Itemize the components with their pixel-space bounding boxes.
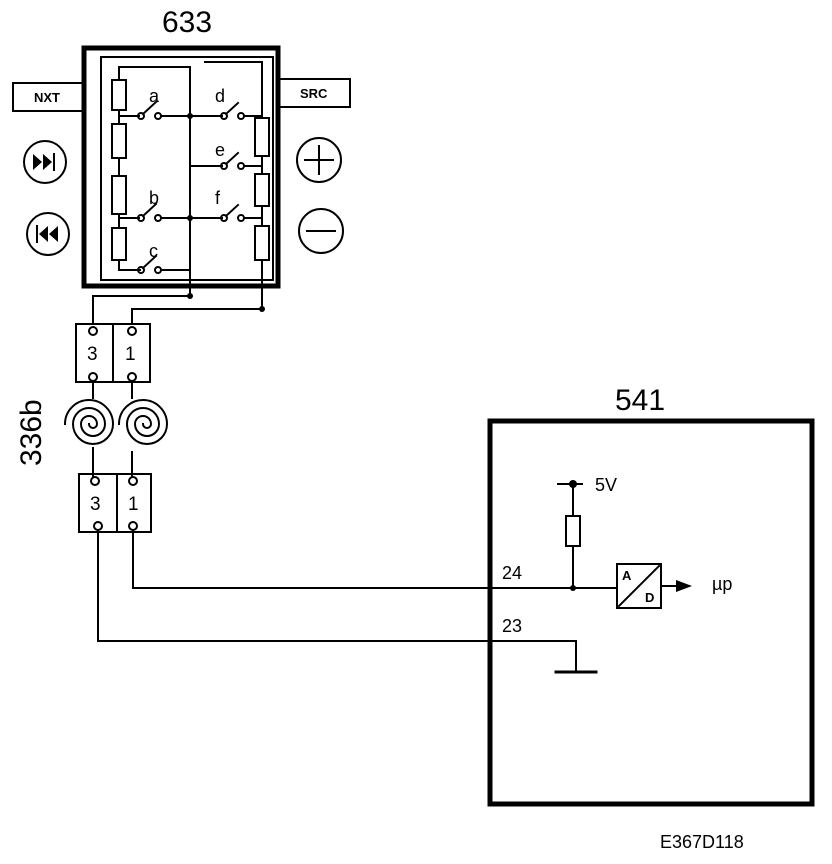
wires-lower	[97, 529, 577, 673]
lower-pin-3: 3	[90, 494, 101, 515]
contact-reel-label: 336b	[15, 399, 48, 466]
switch-unit-outer-frame	[81, 45, 281, 289]
converter-in-label: A	[622, 568, 632, 583]
switch-unit-label: 633	[162, 6, 212, 39]
resistor	[111, 227, 127, 261]
resistor	[111, 123, 127, 159]
wires-upper	[92, 295, 263, 323]
switch-label-c: c	[149, 241, 158, 261]
lower-pin-1: 1	[128, 494, 139, 515]
switch-label-a: a	[149, 86, 160, 106]
resistor	[111, 175, 127, 215]
src-button-frame	[277, 78, 351, 108]
nxt-button-label: NXT	[34, 90, 60, 105]
switch-unit-inner-frame	[100, 56, 274, 281]
figure-id: E367D118	[660, 832, 744, 852]
switch-label-e: e	[215, 140, 225, 160]
pin-24-label: 24	[502, 563, 522, 583]
resistor	[111, 79, 127, 111]
pullup-resistor	[565, 515, 581, 547]
pin-23-label: 23	[502, 616, 522, 636]
control-module-541	[487, 418, 815, 807]
clock-spring-coil	[63, 399, 115, 445]
clock-spring-coil	[117, 399, 169, 445]
resistor	[254, 173, 270, 207]
plus-icon	[296, 137, 342, 183]
switch-unit-633	[81, 45, 281, 312]
contact-reel-336b	[63, 323, 169, 533]
converter-out-label: D	[645, 590, 654, 605]
switch-label-f: f	[215, 188, 221, 208]
output-arrow-icon	[676, 580, 692, 592]
processor-output-label: µp	[712, 574, 732, 594]
switch-label-b: b	[149, 188, 159, 208]
resistor	[254, 117, 270, 157]
upper-pin-1: 1	[125, 344, 136, 365]
resistor	[254, 225, 270, 261]
rewind-icon	[26, 212, 70, 256]
switch-label-d: d	[215, 86, 225, 106]
switch-unit-buttons	[12, 78, 351, 256]
supply-voltage-label: 5V	[595, 475, 617, 495]
fast-forward-icon	[23, 140, 67, 184]
minus-icon	[298, 208, 344, 254]
control-module-frame	[487, 418, 815, 807]
control-module-label: 541	[615, 384, 665, 417]
upper-pin-3: 3	[87, 344, 98, 365]
nxt-button-frame	[12, 82, 85, 112]
src-button-label: SRC	[300, 86, 328, 101]
